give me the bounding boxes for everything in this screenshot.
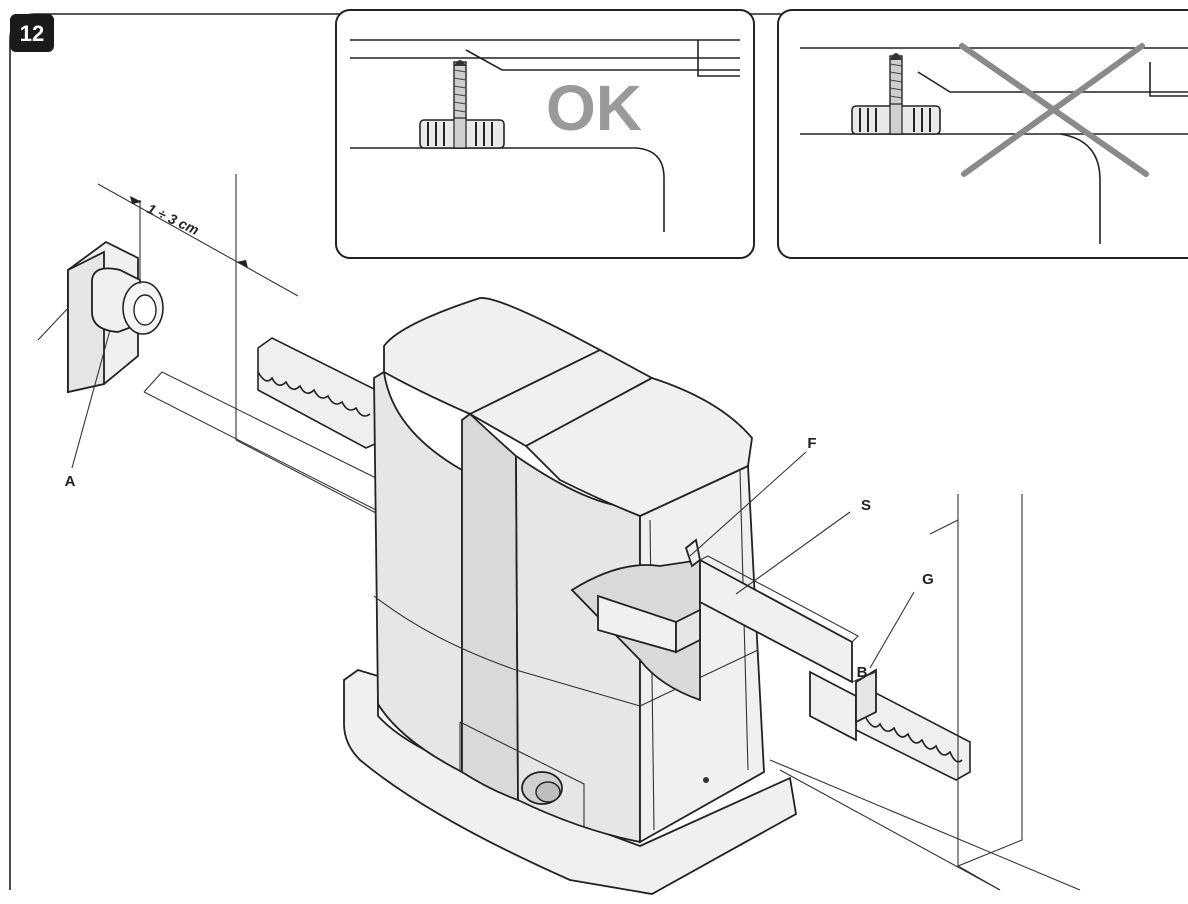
bracket-g — [809, 668, 877, 742]
ground-slab-edge — [143, 391, 381, 513]
leader-s — [735, 511, 851, 595]
inset-incorrect — [777, 9, 1188, 259]
dimension-label: 1 ÷ 3 cm — [145, 200, 202, 238]
ok-indicator: OK — [546, 72, 642, 144]
wrong-cross-icon — [959, 43, 1149, 177]
leader-a — [71, 329, 111, 469]
leader-g — [869, 591, 915, 669]
dimension-line — [97, 183, 299, 297]
step-number: 12 — [20, 21, 44, 46]
label-g: G — [922, 571, 934, 588]
stop-bracket-a — [37, 240, 164, 394]
gate-post-top — [929, 519, 959, 535]
label-s: S — [861, 497, 871, 514]
gearmotor-housing — [343, 297, 797, 895]
gear-rack-left — [257, 337, 385, 449]
ground-line-front — [769, 759, 1081, 891]
ground-slab-top — [143, 371, 381, 481]
inset-correct: OK — [335, 9, 755, 259]
gate-post-base — [957, 865, 1001, 891]
label-b: B — [857, 664, 868, 681]
label-a: A — [65, 473, 76, 490]
ground-line-back — [779, 769, 1001, 891]
limit-switch-assembly — [570, 538, 859, 702]
gate-bottom-line — [235, 439, 379, 515]
label-f: F — [807, 435, 816, 452]
leader-f — [689, 451, 807, 557]
gate-post — [957, 494, 1023, 867]
step-badge: 12 — [10, 14, 54, 52]
